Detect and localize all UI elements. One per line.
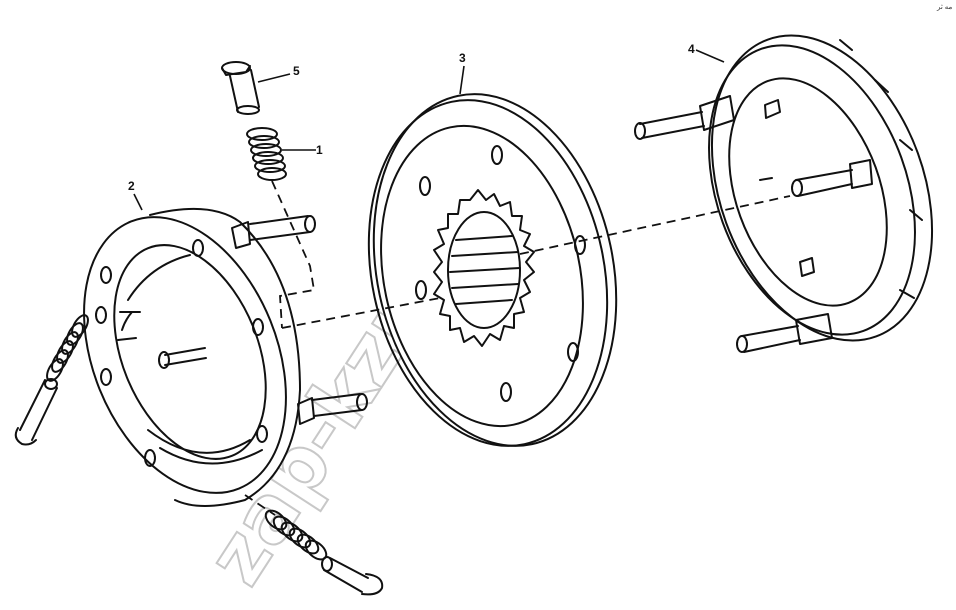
pin-left xyxy=(14,378,58,446)
spring-bottom xyxy=(264,509,328,561)
disc-part-3 xyxy=(367,93,618,447)
callout-3: 3 xyxy=(459,51,466,65)
assembly-axis xyxy=(244,180,791,516)
callout-2: 2 xyxy=(128,179,135,193)
pin-part-5 xyxy=(221,61,260,115)
callout-5: 5 xyxy=(293,64,300,78)
callout-1: 1 xyxy=(316,143,323,157)
corner-mark: ﻣﻪ ﺛﺮ xyxy=(936,4,953,11)
spring-left xyxy=(46,314,89,382)
pin-bottom xyxy=(321,556,384,596)
ring-part-2 xyxy=(83,207,368,507)
leader-lines xyxy=(133,49,725,211)
callout-4: 4 xyxy=(688,42,695,56)
ring-part-4 xyxy=(634,34,934,353)
spring-part-1 xyxy=(246,127,287,181)
